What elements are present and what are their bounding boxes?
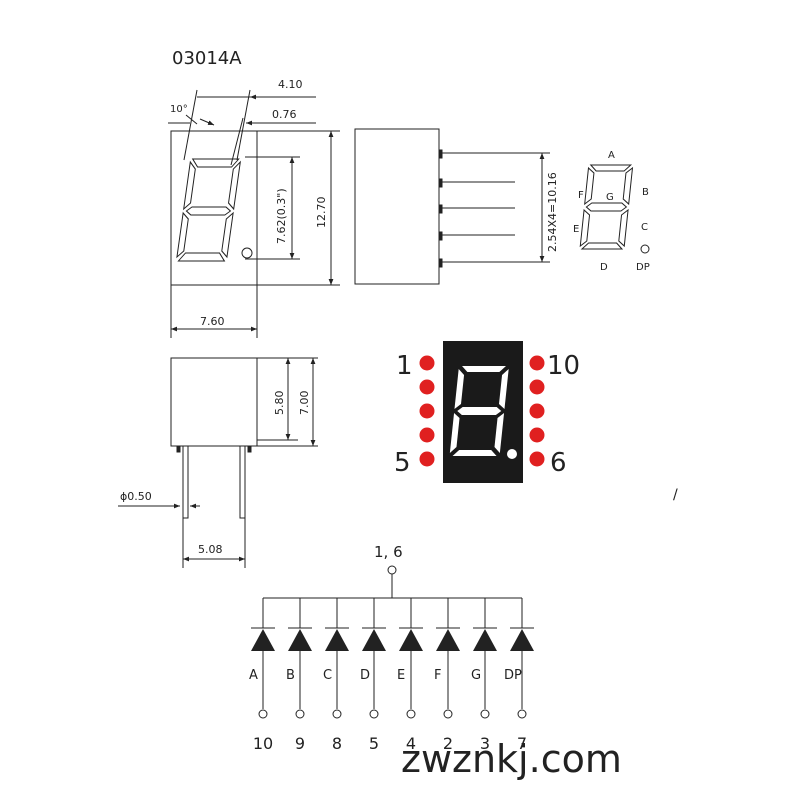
dim-pitch: 2.54X4=10.16 [546, 172, 559, 252]
diode-label: DP [504, 668, 522, 683]
diode-symbol [362, 629, 386, 651]
pin-terminal [480, 709, 490, 719]
pin-terminal [443, 709, 453, 719]
segment-label-a: A [608, 150, 615, 161]
diode-symbol [325, 629, 349, 651]
pin-number: 2 [443, 734, 453, 753]
diode-b: B9 [286, 598, 312, 753]
diode-label: A [249, 668, 258, 683]
pin-terminal [517, 709, 527, 719]
pin-number: 5 [369, 734, 379, 753]
front-decimal-point [241, 247, 253, 259]
dim-7-00: 7.00 [298, 391, 311, 416]
segment-diagram [579, 164, 634, 250]
diode-label: F [434, 668, 441, 683]
front-digit [176, 158, 241, 262]
diode-label: D [360, 668, 370, 683]
schematic [263, 565, 522, 599]
pin-number-5: 5 [394, 448, 411, 478]
diode-symbol [251, 629, 275, 651]
front-body-outline [170, 130, 258, 286]
diode-symbol [510, 629, 534, 651]
front-view [168, 89, 340, 338]
watermark: zwznkj.com [401, 737, 622, 781]
segment-label-e: E [573, 224, 579, 235]
pin-number: 7 [517, 734, 527, 753]
common-terminal [387, 565, 397, 575]
bottom-view [118, 357, 318, 568]
pin-number: 9 [295, 734, 305, 753]
diode-label: E [397, 668, 405, 683]
dim-7-62: 7.62(0.3") [275, 188, 288, 244]
pin-number: 4 [406, 734, 416, 753]
diode-d: D5 [360, 598, 386, 753]
dim-0-76: 0.76 [272, 108, 297, 121]
pin-number: 3 [480, 734, 490, 753]
pinout-photo [419, 341, 545, 483]
segment-label-f: F [578, 190, 584, 201]
segment-label-c: C [641, 222, 648, 233]
pin-number-10: 10 [547, 351, 580, 381]
diode-dp: DP 7 [504, 598, 534, 753]
part-number: 03014A [172, 48, 242, 69]
diode-e: E4 [397, 598, 423, 753]
stray-mark: / [673, 487, 678, 503]
pin-terminal [406, 709, 416, 719]
diode-label: C [323, 668, 332, 683]
dim-5-80: 5.80 [273, 391, 286, 416]
side-view [354, 128, 550, 285]
display-decimal-point [507, 449, 517, 459]
pin-terminal [369, 709, 379, 719]
diode-label: G [471, 668, 481, 683]
pin-terminal [258, 709, 268, 719]
diode-symbol [399, 629, 423, 651]
pin-number: 8 [332, 734, 342, 753]
dim-pin-diameter: ϕ0.50 [120, 490, 152, 503]
diode-label: B [286, 668, 295, 683]
diode-symbol [436, 629, 460, 651]
pin-dots [419, 355, 545, 467]
pin-number-1: 1 [396, 351, 413, 381]
dim-5-08: 5.08 [198, 543, 223, 556]
common-pin-label: 1, 6 [374, 543, 403, 561]
dim-4-10: 4.10 [278, 78, 303, 91]
diode-a: A 10 [249, 598, 275, 753]
pin-number-6: 6 [550, 448, 567, 478]
diode-g: G3 [471, 598, 497, 753]
diode-symbol [473, 629, 497, 651]
diode-f: F2 [434, 598, 460, 753]
dim-angle-10: 10° [170, 104, 188, 115]
segment-label-b: B [642, 187, 649, 198]
pin-terminal [332, 709, 342, 719]
diode-c: C8 [323, 598, 349, 753]
pin-number: 10 [253, 734, 273, 753]
segment-label-dp: DP [636, 262, 650, 273]
dim-12-70: 12.70 [315, 197, 328, 229]
pin-terminal [295, 709, 305, 719]
segment-label-d: D [600, 262, 608, 273]
dim-7-60: 7.60 [200, 315, 225, 328]
diode-symbol [288, 629, 312, 651]
display-digit [449, 366, 509, 456]
segment-dp-dot [640, 244, 650, 254]
segment-label-g: G [606, 192, 614, 203]
